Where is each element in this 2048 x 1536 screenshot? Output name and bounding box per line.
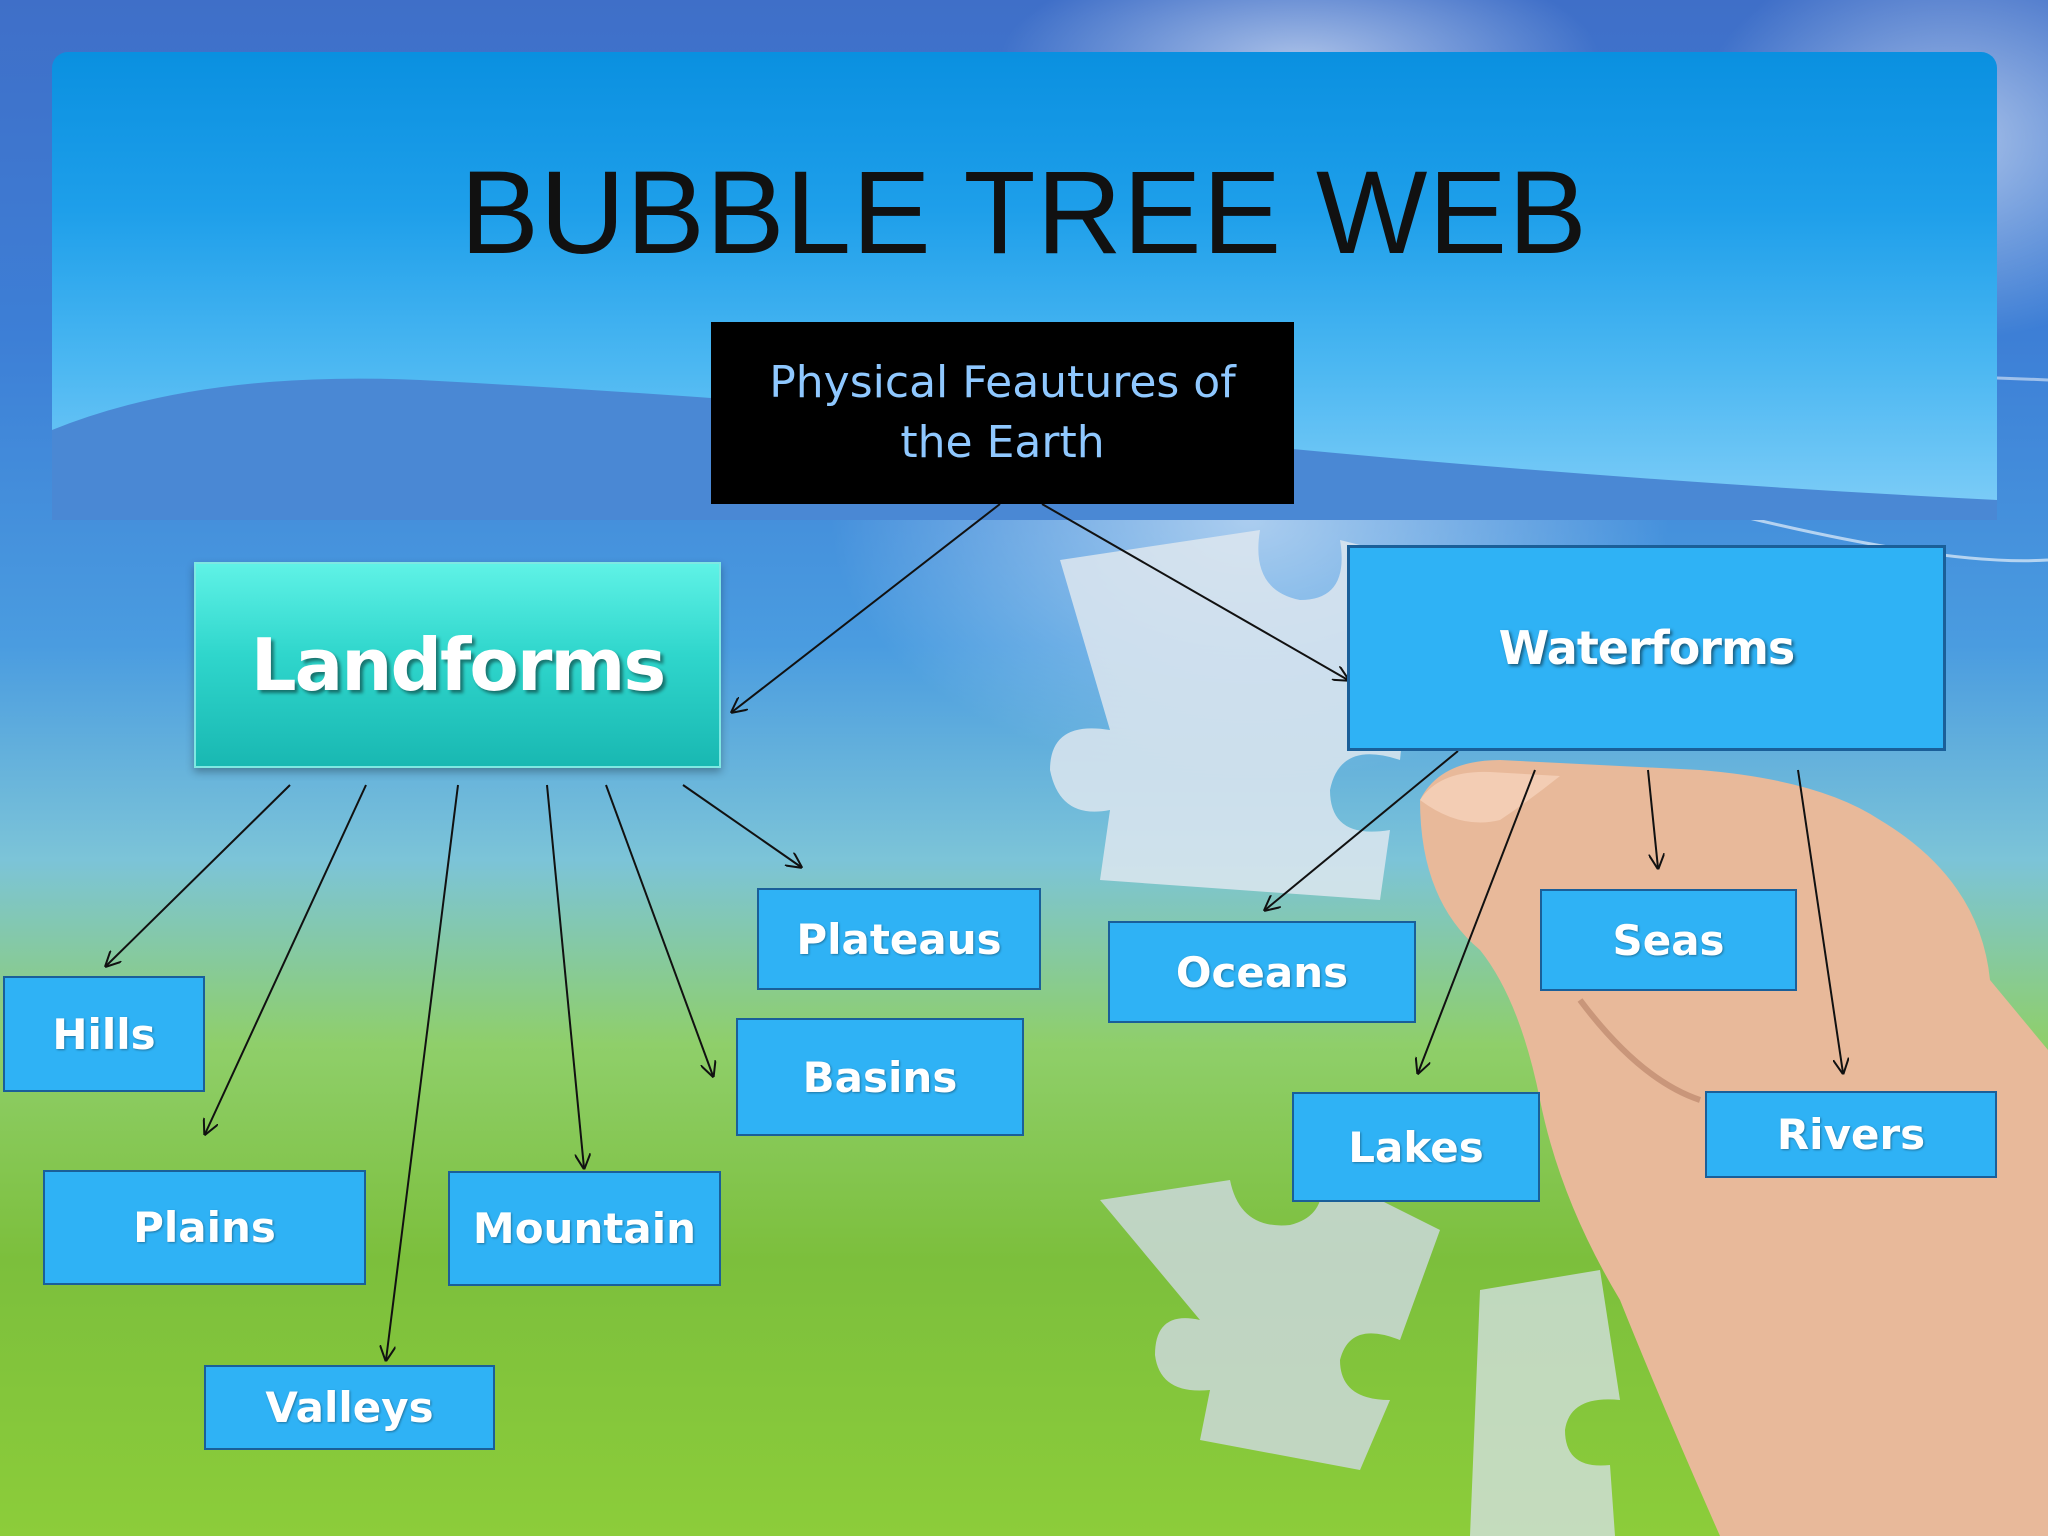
root-node: Physical Feautures of the Earth bbox=[711, 322, 1294, 504]
leaf-oceans: Oceans bbox=[1108, 921, 1416, 1023]
leaf-seas: Seas bbox=[1540, 889, 1797, 991]
arrow-rivers bbox=[1797, 769, 1843, 1073]
arrow-plateaus bbox=[682, 784, 801, 867]
leaf-lakes: Lakes bbox=[1292, 1092, 1540, 1202]
arrow-seas bbox=[1647, 769, 1658, 868]
arrow-mountain bbox=[546, 784, 584, 1168]
leaf-rivers: Rivers bbox=[1705, 1091, 1997, 1178]
leaf-hills: Hills bbox=[3, 976, 205, 1092]
arrow-plains bbox=[205, 784, 367, 1134]
puzzle-piece-icon bbox=[1100, 1170, 1440, 1470]
puzzle-piece-icon bbox=[1050, 530, 1420, 900]
puzzle-piece-icon bbox=[1470, 1270, 1620, 1536]
arrow-hills bbox=[106, 784, 291, 966]
leaf-plains: Plains bbox=[43, 1170, 366, 1285]
waterforms-node: Waterforms bbox=[1347, 545, 1946, 751]
root-label-line1: Physical Feautures of bbox=[769, 357, 1236, 408]
leaf-plateaus: Plateaus bbox=[757, 888, 1041, 990]
page-title: BUBBLE TREE WEB bbox=[460, 147, 1588, 279]
arrow-basins bbox=[605, 784, 713, 1076]
landforms-node: Landforms bbox=[194, 562, 721, 768]
arrow-root-waterforms bbox=[1041, 503, 1348, 680]
root-label-line2: the Earth bbox=[900, 417, 1105, 468]
leaf-valleys: Valleys bbox=[204, 1365, 495, 1450]
arrow-lakes bbox=[1418, 769, 1536, 1073]
arrow-oceans bbox=[1265, 750, 1459, 910]
arrow-valleys bbox=[386, 784, 459, 1360]
arrow-root-landforms bbox=[732, 503, 1001, 712]
leaf-basins: Basins bbox=[736, 1018, 1024, 1136]
leaf-mountain: Mountain bbox=[448, 1171, 721, 1286]
